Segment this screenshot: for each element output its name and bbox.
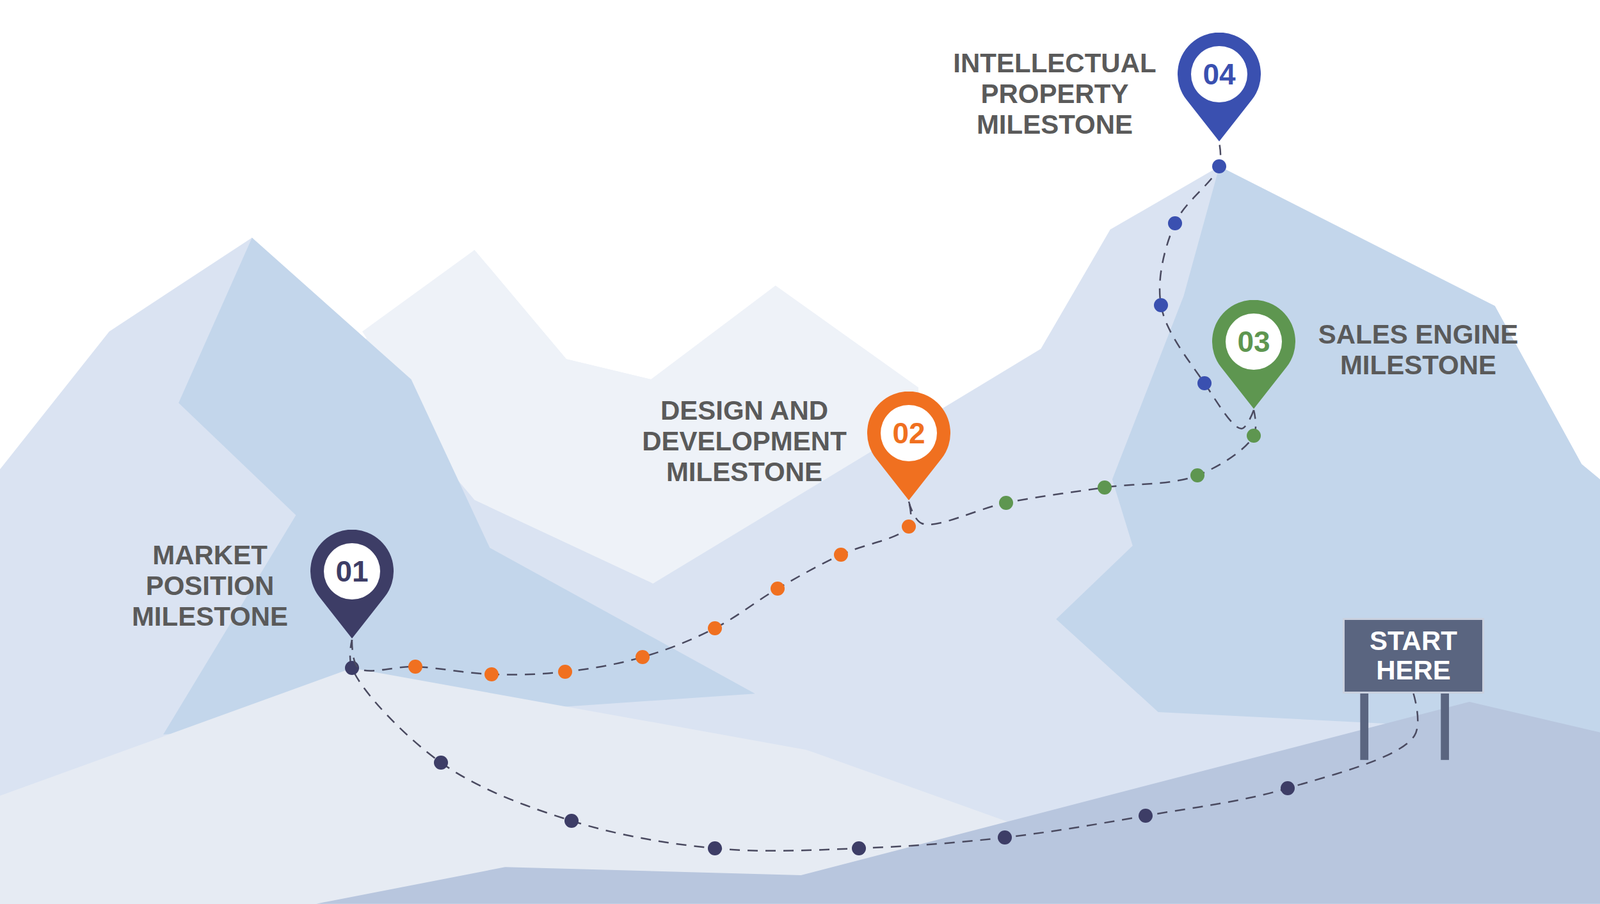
route-group — [344, 640, 1418, 856]
route-dot — [707, 841, 722, 856]
start-sign: START HERE — [1342, 618, 1485, 694]
milestone-pin: 01MARKET POSITION MILESTONE — [310, 529, 394, 640]
route-dot — [1168, 216, 1183, 231]
route-dot — [1097, 480, 1112, 495]
route-dot — [484, 667, 499, 682]
route-dot — [635, 650, 650, 665]
pin-body — [867, 391, 951, 501]
route-dot — [1153, 298, 1168, 313]
milestone-number: 04 — [1177, 32, 1261, 116]
milestone-number: 01 — [310, 529, 394, 614]
sign-text: START HERE — [1344, 626, 1483, 686]
sign-post — [1360, 683, 1369, 761]
route-dot — [997, 830, 1012, 845]
sign-post — [1440, 683, 1449, 761]
milestone-pin: 02DESIGN AND DEVELOPMENT MILESTONE — [867, 391, 951, 502]
pin-body — [310, 529, 394, 639]
route-dot — [1197, 376, 1212, 391]
route-dot — [851, 841, 866, 856]
route-dot — [833, 547, 848, 562]
route-dot — [1138, 808, 1153, 824]
dashed-route — [352, 501, 911, 676]
milestone-label: DESIGN AND DEVELOPMENT MILESTONE — [635, 395, 854, 488]
milestone-pin: 03SALES ENGINE MILESTONE — [1212, 300, 1296, 411]
route-dot — [901, 519, 916, 534]
mountain-shade — [1056, 166, 1600, 735]
milestone-label: SALES ENGINE MILESTONE — [1309, 319, 1528, 381]
route-group — [352, 501, 916, 682]
route-dot — [1280, 781, 1295, 796]
route-group — [908, 410, 1261, 525]
route-dot — [1212, 159, 1227, 174]
pin-body — [1177, 32, 1261, 142]
milestone-label: INTELLECTUAL PROPERTY MILESTONE — [945, 48, 1164, 141]
route-dot — [433, 755, 448, 770]
milestone-pin: 04INTELLECTUAL PROPERTY MILESTONE — [1177, 32, 1261, 143]
route-dot — [999, 496, 1014, 511]
pin-body — [1212, 300, 1296, 409]
milestone-label: MARKET POSITION MILESTONE — [123, 540, 297, 633]
dashed-route — [350, 640, 1418, 852]
route-dot — [770, 581, 785, 596]
route-dot — [344, 661, 360, 676]
route-dot — [558, 664, 573, 680]
milestone-number: 03 — [1212, 300, 1296, 384]
milestone-number: 02 — [867, 391, 951, 475]
route-dot — [707, 621, 722, 636]
route-dot — [408, 659, 423, 674]
route-dot — [564, 814, 579, 829]
route-dot — [1246, 428, 1261, 443]
mountain-range — [0, 166, 1600, 904]
front-hill — [316, 702, 1600, 904]
dashed-route — [908, 410, 1256, 525]
route-dot — [1190, 468, 1205, 483]
